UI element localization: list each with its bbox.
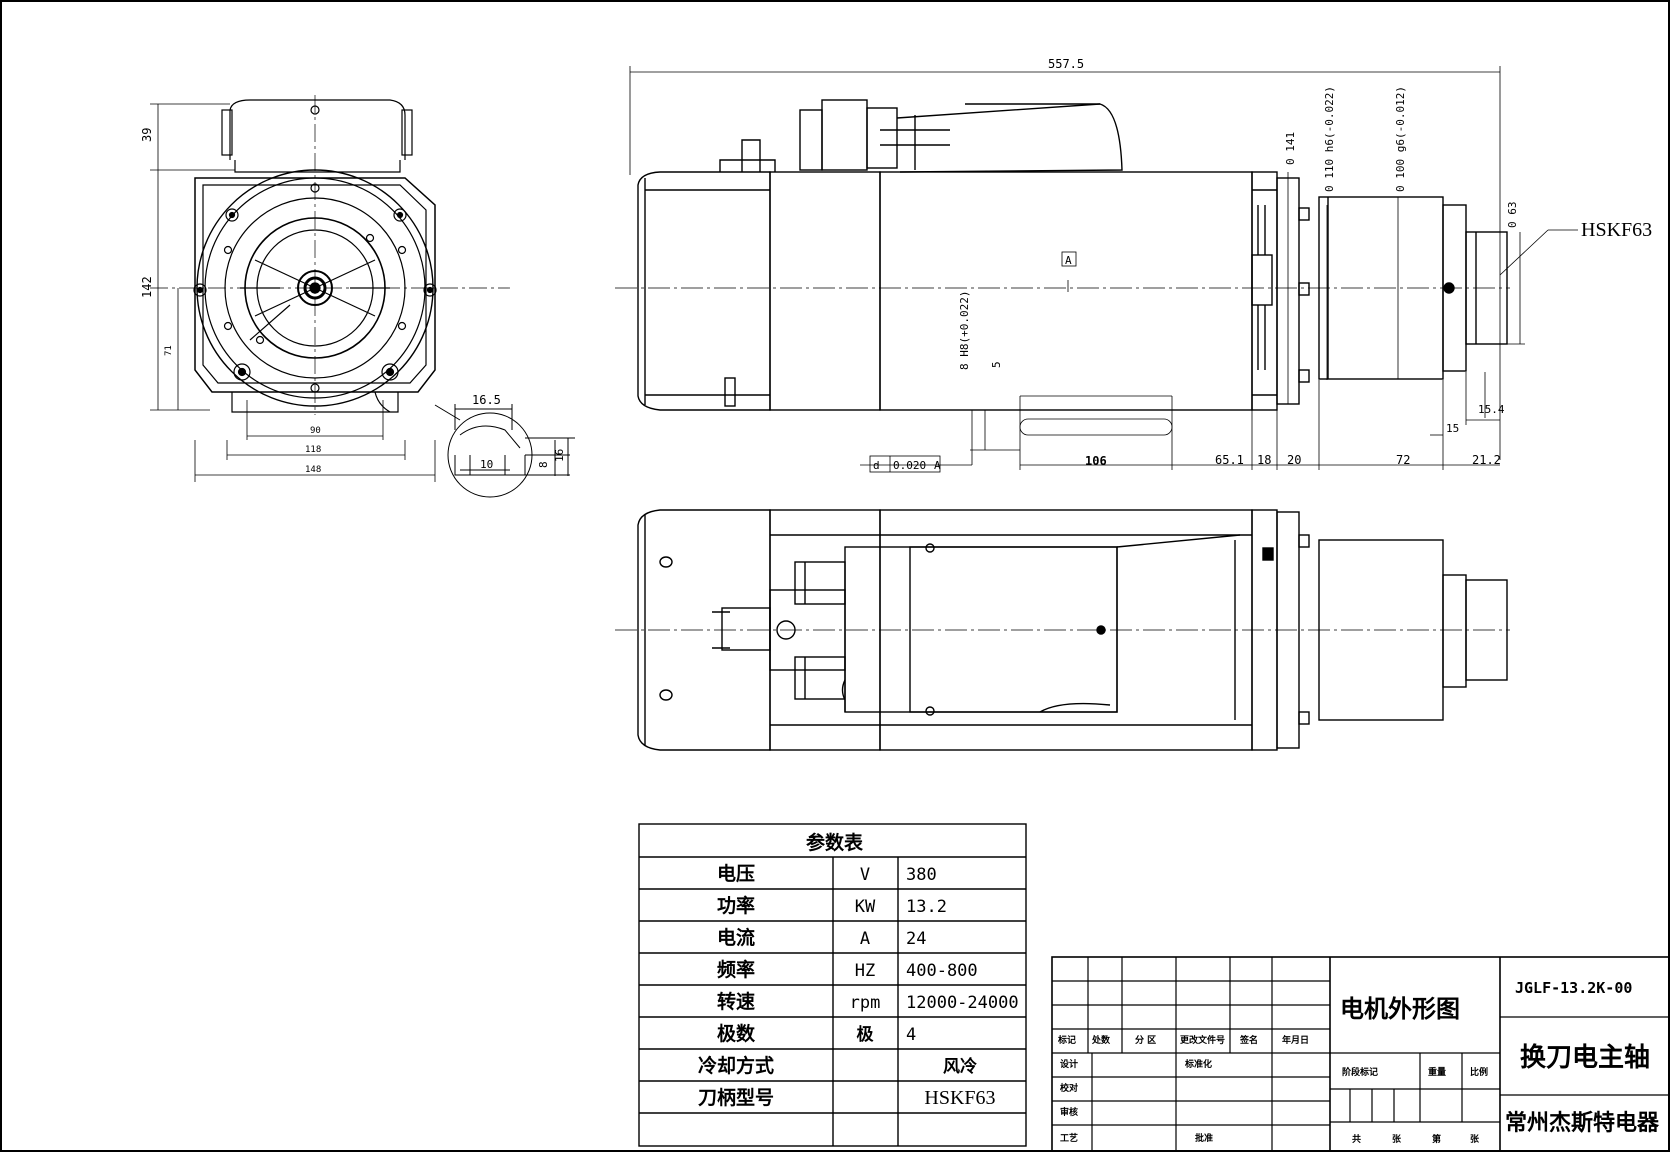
- param-value-5: 4: [906, 1025, 916, 1045]
- side-dimensions: [629, 66, 1578, 473]
- dim-39: 39: [140, 128, 154, 142]
- title-block-text: 电机外形图 JGLF-13.2K-00 换刀电主轴 常州杰斯特电器 标记 处数 …: [1057, 979, 1660, 1145]
- dim-100-g6: 0 100 g6(-0.012): [1394, 86, 1407, 192]
- param-table: [638, 823, 1027, 1147]
- dim-141: 0 141: [1284, 132, 1297, 165]
- rev-h-1: 处数: [1091, 1034, 1111, 1046]
- param-name-5: 极数: [717, 1022, 756, 1045]
- dim-148: 148: [305, 465, 321, 475]
- weight-label: 重量: [1428, 1066, 1446, 1078]
- param-unit-1: KW: [855, 897, 876, 917]
- rev-h-4: 签名: [1239, 1034, 1258, 1046]
- dim-106: 106: [1085, 454, 1107, 468]
- hsk-callout: HSKF63: [1581, 219, 1652, 241]
- param-name-6: 冷却方式: [698, 1054, 774, 1077]
- dim-21-2: 21.2: [1472, 453, 1501, 467]
- dim-8-h8: 8 H8(+0.022): [958, 291, 971, 370]
- dim-16: 16: [553, 449, 566, 462]
- param-name-4: 转速: [717, 990, 755, 1013]
- rev-h-0: 标记: [1057, 1034, 1076, 1046]
- param-value-1: 13.2: [906, 897, 947, 917]
- dim-20: 20: [1287, 453, 1301, 467]
- role-standard: 标准化: [1184, 1058, 1212, 1070]
- datum-a-marker: A: [1065, 254, 1072, 267]
- tol-datum: A: [934, 459, 941, 472]
- param-name-7: 刀柄型号: [698, 1086, 774, 1109]
- sheet-word: 张: [1392, 1133, 1402, 1145]
- dim-118: 118: [305, 445, 321, 455]
- param-unit-3: HZ: [855, 961, 875, 981]
- sheet-total: 共: [1352, 1133, 1361, 1145]
- title-block: [1051, 956, 1670, 1152]
- param-name-3: 频率: [717, 958, 755, 981]
- param-unit-2: A: [860, 929, 870, 949]
- dim-65-1: 65.1: [1215, 453, 1244, 467]
- dim-15: 15: [1446, 422, 1459, 435]
- dim-10: 10: [480, 458, 493, 471]
- role-approve: 批准: [1195, 1132, 1213, 1144]
- param-unit-0: V: [860, 865, 870, 885]
- rev-h-2: 分 区: [1135, 1034, 1156, 1046]
- param-value-3: 400-800: [906, 961, 978, 981]
- param-rows: 电压 V 380 功率 KW 13.2 电流 A 24 频率 HZ 400-800 转速 rpm 12000…: [698, 862, 1019, 1109]
- dim-8: 8: [537, 461, 550, 468]
- company-name: 常州杰斯特电器: [1505, 1110, 1660, 1136]
- param-name-2: 电流: [717, 926, 755, 949]
- top-view: [637, 509, 1508, 751]
- param-name-1: 功率: [717, 894, 755, 917]
- param-unit-5: 极: [857, 1025, 874, 1045]
- param-value-7: HSKF63: [924, 1087, 995, 1109]
- role-design: 设计: [1060, 1058, 1078, 1070]
- product-name: 换刀电主轴: [1520, 1043, 1650, 1073]
- role-process: 工艺: [1060, 1132, 1078, 1144]
- tol-symbol: d: [873, 459, 880, 472]
- dim-16-5: 16.5: [472, 393, 501, 407]
- sheet-no: 第: [1432, 1133, 1441, 1145]
- param-value-4: 12000-24000: [906, 993, 1019, 1013]
- tol-value: 0.020: [893, 459, 926, 472]
- param-value-6: 风冷: [943, 1056, 977, 1077]
- scale-label: 比例: [1470, 1066, 1488, 1078]
- front-dimensions: [150, 103, 436, 482]
- dim-557-5: 557.5: [1048, 57, 1084, 71]
- dim-110-h6: 0 110 h6(-0.022): [1323, 86, 1336, 192]
- dim-72: 72: [1396, 453, 1410, 467]
- dim-90: 90: [310, 426, 321, 436]
- rev-h-3: 更改文件号: [1180, 1034, 1225, 1046]
- param-name-0: 电压: [717, 862, 755, 885]
- sheet-word2: 张: [1470, 1133, 1480, 1145]
- stage-label: 阶段标记: [1342, 1066, 1378, 1078]
- dim-15-4: 15.4: [1478, 403, 1505, 416]
- drawing-title: 电机外形图: [1340, 994, 1460, 1023]
- dim-71: 71: [164, 345, 174, 356]
- role-check: 校对: [1060, 1082, 1078, 1094]
- param-value-2: 24: [906, 929, 926, 949]
- dim-142: 142: [140, 276, 154, 298]
- role-review: 审核: [1060, 1106, 1078, 1118]
- dim-5: 5: [990, 361, 1003, 368]
- front-centerlines: [150, 95, 510, 415]
- param-value-0: 380: [906, 865, 937, 885]
- param-unit-4: rpm: [850, 993, 881, 1013]
- dim-18: 18: [1257, 453, 1271, 467]
- param-table-title: 参数表: [806, 831, 864, 854]
- side-view: [637, 99, 1508, 411]
- dim-63: 0 63: [1506, 202, 1519, 229]
- rev-h-5: 年月日: [1282, 1034, 1309, 1046]
- keyway-detail: [434, 404, 575, 498]
- drawing-number: JGLF-13.2K-00: [1515, 979, 1632, 997]
